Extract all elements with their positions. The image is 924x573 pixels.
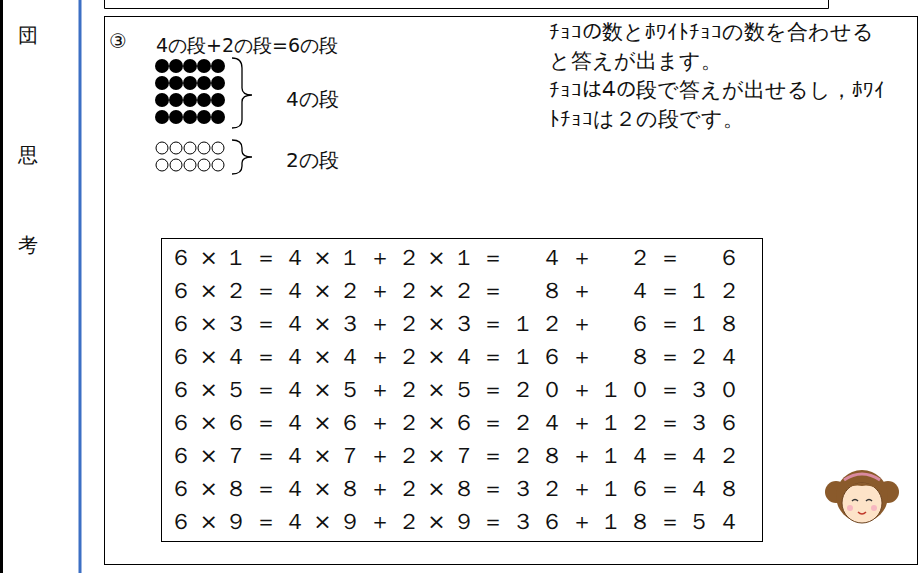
- outer-box: ６×１＝４×１＋２×１＝ ４＋ ２＝ ６６×２＝４×２＋２×２＝ ８＋ ４＝１２…: [104, 16, 918, 565]
- equation-line: ６×６＝４×６＋２×６＝２４＋１２＝３６: [170, 406, 747, 439]
- blue-rule: [79, 0, 82, 573]
- margin-heading: 思: [18, 144, 38, 166]
- equation-line: ６×４＝４×４＋２×４＝１６＋ ８＝２４: [170, 340, 747, 373]
- girl-icon: [825, 470, 899, 523]
- margin-heading: 団: [18, 24, 38, 46]
- previous-box: [105, 0, 829, 9]
- brace-label: 4の段: [286, 87, 339, 111]
- margin-line: [0, 0, 3, 573]
- brace: [232, 140, 252, 174]
- equation-line: ６×２＝４×２＋２×２＝ ８＋ ４＝１２: [170, 274, 747, 307]
- problem-number: ③: [109, 29, 127, 53]
- equation-line: ６×８＝４×８＋２×８＝３２＋１６＝４８: [170, 472, 747, 505]
- equation-line: ６×３＝４×３＋２×３＝１２＋ ６＝１８: [170, 307, 747, 340]
- equation-line: ６×７＝４×７＋２×７＝２８＋１４＝４２: [170, 439, 747, 472]
- margin-heading: 考: [18, 234, 38, 256]
- equation-heading: 4の段+2の段=6の段: [156, 34, 338, 57]
- brace-label: 2の段: [286, 148, 339, 172]
- equation-line: ６×９＝４×９＋２×９＝３６＋１８＝５４: [170, 505, 747, 538]
- explanation-text: ﾁｮｺは４の段で答えが出せるし，ﾎﾜｲﾄﾁｮｺは２の段です。: [549, 76, 894, 134]
- white-chocolate-dots: [156, 142, 224, 171]
- equation-line: ６×５＝４×５＋２×５＝２０＋１０＝３０: [170, 373, 747, 406]
- explanation-text: ﾁｮｺの数とﾎﾜｲﾄﾁｮｺの数を合わせると答えが出ます。: [549, 18, 894, 76]
- equation-box: ６×１＝４×１＋２×１＝ ４＋ ２＝ ６６×２＝４×２＋２×２＝ ８＋ ４＝１２…: [161, 238, 763, 542]
- equation-line: ６×１＝４×１＋２×１＝ ４＋ ２＝ ６: [170, 241, 747, 274]
- brace: [232, 58, 252, 128]
- chocolate-dots: [155, 59, 225, 124]
